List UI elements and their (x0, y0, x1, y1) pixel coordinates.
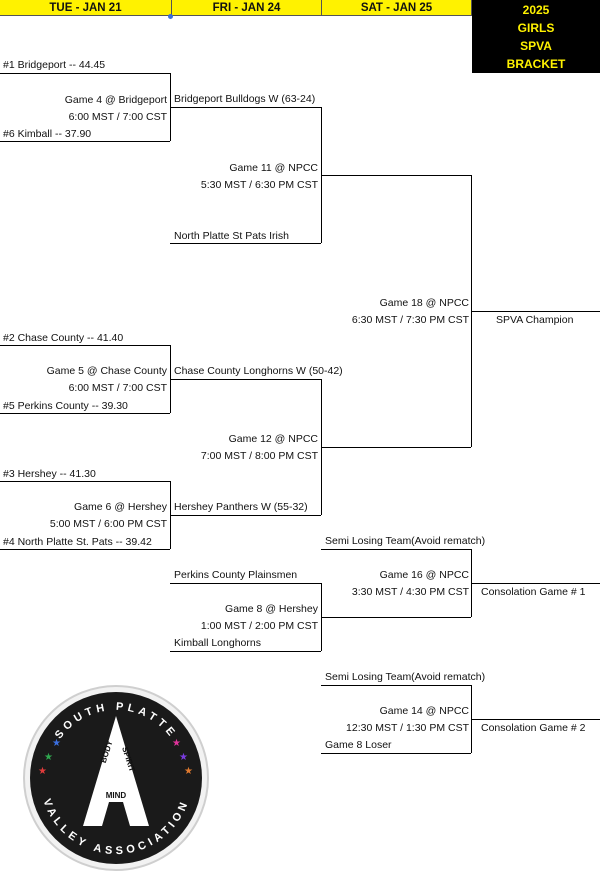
bracket-line (471, 311, 600, 312)
champion-label: SPVA Champion (496, 314, 574, 326)
seed-2: #2 Chase County -- 41.40 (3, 332, 124, 344)
game-11-label: Game 11 @ NPCC (229, 162, 318, 174)
bracket-line (0, 549, 170, 550)
game-8-label: Game 8 @ Hershey (225, 603, 318, 615)
title-bracket: BRACKET (506, 57, 566, 71)
bracket-line (321, 685, 471, 686)
seed-3: #3 Hershey -- 41.30 (3, 468, 96, 480)
game-18-label: Game 18 @ NPCC (379, 297, 469, 309)
bracket-line (0, 141, 170, 142)
game-5-time: 6:00 MST / 7:00 CST (68, 382, 167, 394)
game-4-time: 6:00 MST / 7:00 CST (68, 111, 167, 123)
result-hershey: Hershey Panthers W (55-32) (174, 501, 308, 513)
result-perkins: Perkins County Plainsmen (174, 569, 298, 581)
result-bridgeport: Bridgeport Bulldogs W (63-24) (174, 93, 316, 105)
game-18-time: 6:30 MST / 7:30 PM CST (351, 314, 469, 326)
bracket-line (170, 243, 321, 244)
seed-1: #1 Bridgeport -- 44.45 (3, 59, 106, 71)
result-npsp: North Platte St Pats Irish (174, 230, 289, 242)
bracket-line (170, 515, 321, 516)
bracket-line (170, 651, 321, 652)
game-6-time: 5:00 MST / 6:00 PM CST (49, 518, 167, 530)
logo-word-mind: MIND (106, 791, 127, 800)
header-tue: TUE - JAN 21 (0, 0, 172, 16)
game-5-label: Game 5 @ Chase County (46, 365, 167, 377)
bracket-line (471, 583, 600, 584)
bracket-line (471, 719, 600, 720)
header-fri: FRI - JAN 24 (172, 0, 322, 16)
bracket-line (170, 107, 321, 108)
bracket-line (0, 73, 170, 74)
star-icon: ★ (38, 766, 47, 777)
consolation-1-label: Consolation Game # 1 (481, 586, 586, 598)
bracket-line (321, 175, 471, 176)
consolation-2-label: Consolation Game # 2 (481, 722, 586, 734)
column-marker-dot (168, 14, 173, 19)
header-sat: SAT - JAN 25 (322, 0, 472, 16)
bracket-line (321, 617, 471, 618)
game-4-label: Game 4 @ Bridgeport (64, 94, 167, 106)
bracket-line (0, 413, 170, 414)
bracket-line (321, 447, 471, 448)
star-icon: ★ (179, 752, 188, 763)
result-semi-2: Semi Losing Team(Avoid rematch) (325, 671, 486, 683)
bracket-line (170, 583, 321, 584)
star-icon: ★ (172, 738, 181, 749)
game-8-time: 1:00 MST / 2:00 PM CST (200, 620, 318, 632)
title-year: 2025 (522, 3, 550, 17)
game-16-time: 3:30 MST / 4:30 PM CST (351, 586, 469, 598)
result-kimball: Kimball Longhorns (174, 637, 261, 649)
spva-logo: SOUTH PLATTE VALLEY ASSOCIATION BODY SPI… (23, 685, 209, 871)
title-girls: GIRLS (517, 21, 555, 35)
game-16-label: Game 16 @ NPCC (379, 569, 469, 581)
title-spva: SPVA (520, 39, 552, 53)
bracket-line (0, 345, 170, 346)
game-11-time: 5:30 MST / 6:30 PM CST (200, 179, 318, 191)
game-12-label: Game 12 @ NPCC (228, 433, 318, 445)
game-14-label: Game 14 @ NPCC (379, 705, 469, 717)
bracket-line (321, 549, 471, 550)
bracket-line (321, 753, 471, 754)
game-6-label: Game 6 @ Hershey (74, 501, 167, 513)
bracket-line (0, 481, 170, 482)
star-icon: ★ (184, 766, 193, 777)
seed-6: #6 Kimball -- 37.90 (3, 128, 92, 140)
game-12-time: 7:00 MST / 8:00 PM CST (200, 450, 318, 462)
seed-5: #5 Perkins County -- 39.30 (3, 400, 128, 412)
result-chase: Chase County Longhorns W (50-42) (174, 365, 343, 377)
result-game-8-loser: Game 8 Loser (325, 739, 392, 751)
star-icon: ★ (52, 738, 61, 749)
bracket-line (170, 379, 321, 380)
result-semi-1: Semi Losing Team(Avoid rematch) (325, 535, 486, 547)
game-14-time: 12:30 MST / 1:30 PM CST (346, 722, 469, 734)
seed-4: #4 North Platte St. Pats -- 39.42 (3, 536, 152, 548)
bracket-title: 2025 GIRLS SPVA BRACKET (472, 0, 600, 73)
logo-a-letter (83, 716, 149, 826)
star-icon: ★ (44, 752, 53, 763)
